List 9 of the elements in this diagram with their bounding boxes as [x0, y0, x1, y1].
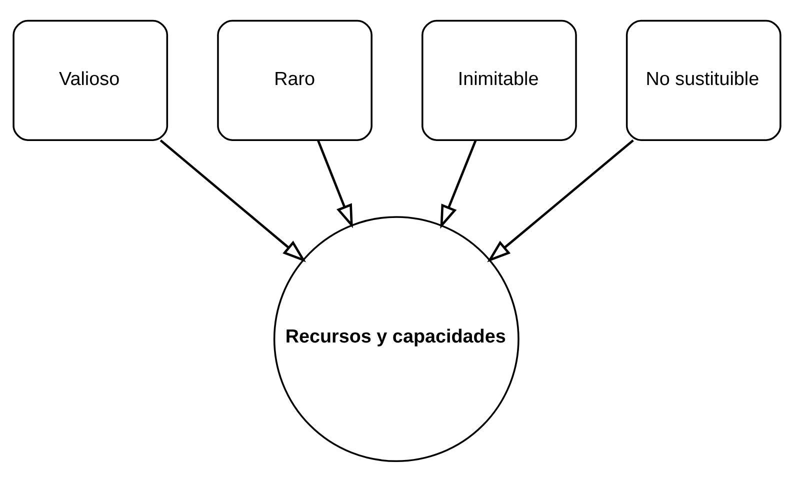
node-box: Inimitable [422, 19, 577, 140]
node-box: No sustituible [626, 19, 782, 140]
node-box: Raro [217, 19, 372, 140]
arrow [440, 139, 477, 228]
arrow [317, 139, 353, 228]
node-box: Valioso [12, 19, 168, 140]
arrow [487, 138, 634, 262]
node-circle: Recursos y capacidades [273, 216, 520, 462]
arrow [160, 138, 306, 262]
